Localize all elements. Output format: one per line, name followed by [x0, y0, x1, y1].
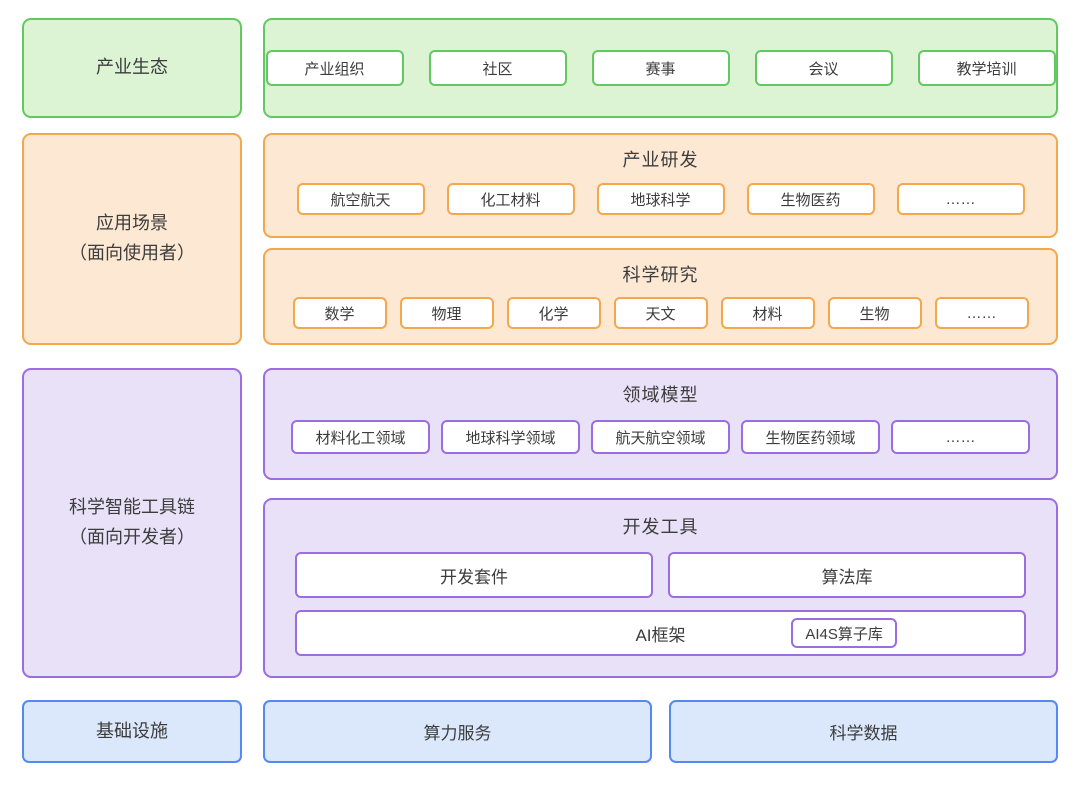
industry-rd-chip: 化工材料	[446, 183, 575, 215]
dev-kit-box: 开发套件	[295, 552, 653, 598]
toolchain-label: 科学智能工具链 （面向开发者）	[22, 368, 242, 678]
ai4s-operator-chip: AI4S算子库	[791, 618, 897, 648]
ecosystem-band: 产业生态 产业组织 社区 赛事 会议 教学培训	[22, 18, 1058, 118]
science-research-chip: 材料	[720, 297, 815, 329]
science-data-box: 科学数据	[669, 700, 1058, 763]
ecosystem-chip: 教学培训	[917, 50, 1056, 86]
application-label: 应用场景 （面向使用者）	[22, 133, 242, 345]
science-research-chip: 天文	[613, 297, 708, 329]
domain-model-chip: 航天航空领域	[591, 420, 730, 454]
science-research-chip: 物理	[399, 297, 494, 329]
dev-tools-title: 开发工具	[622, 517, 699, 537]
dev-tools-group: 开发工具 开发套件 算法库 AI框架 AI4S算子库	[263, 498, 1058, 678]
ecosystem-container: 产业组织 社区 赛事 会议 教学培训	[263, 18, 1058, 118]
ecosystem-label-text: 产业生态	[96, 57, 168, 78]
domain-model-chip: 生物医药领域	[741, 420, 880, 454]
industry-rd-chip: 生物医药	[746, 183, 875, 215]
domain-model-chips: 材料化工领域 地球科学领域 航天航空领域 生物医药领域 ……	[291, 420, 1030, 454]
science-research-chips: 数学 物理 化学 天文 材料 生物 ……	[292, 297, 1029, 329]
industry-rd-group: 产业研发 航空航天 化工材料 地球科学 生物医药 ……	[263, 133, 1058, 238]
ecosystem-chip: 赛事	[591, 50, 730, 86]
industry-rd-title: 产业研发	[622, 150, 699, 170]
ecosystem-chip: 产业组织	[265, 50, 404, 86]
domain-model-title: 领域模型	[622, 385, 699, 405]
toolchain-label-line1: 科学智能工具链	[69, 497, 195, 518]
algorithm-lib-box: 算法库	[668, 552, 1026, 598]
application-label-line1: 应用场景	[96, 213, 168, 234]
domain-model-chip: 地球科学领域	[441, 420, 580, 454]
science-research-group: 科学研究 数学 物理 化学 天文 材料 生物 ……	[263, 248, 1058, 345]
domain-model-chip: ……	[891, 420, 1030, 454]
industry-rd-chip: 航空航天	[296, 183, 425, 215]
ai-framework-box: AI框架 AI4S算子库	[295, 610, 1026, 656]
industry-rd-chip: ……	[896, 183, 1025, 215]
industry-rd-chips: 航空航天 化工材料 地球科学 生物医药 ……	[296, 183, 1025, 215]
ecosystem-chip: 社区	[428, 50, 567, 86]
application-label-line2: （面向使用者）	[69, 243, 195, 263]
dev-tools-row: 开发套件 算法库	[295, 552, 1026, 598]
science-research-chip: 化学	[506, 297, 601, 329]
toolchain-label-line2: （面向开发者）	[69, 527, 195, 547]
ecosystem-label: 产业生态	[22, 18, 242, 118]
infrastructure-label-text: 基础设施	[96, 720, 168, 741]
application-band: 应用场景 （面向使用者） 产业研发 航空航天 化工材料 地球科学 生物医药 ………	[22, 133, 1058, 345]
ecosystem-chip: 会议	[754, 50, 893, 86]
science-research-title: 科学研究	[622, 265, 699, 285]
domain-model-group: 领域模型 材料化工领域 地球科学领域 航天航空领域 生物医药领域 ……	[263, 368, 1058, 480]
toolchain-band: 科学智能工具链 （面向开发者） 领域模型 材料化工领域 地球科学领域 航天航空领…	[22, 368, 1058, 678]
science-research-chip: 生物	[827, 297, 922, 329]
computing-service-box: 算力服务	[263, 700, 652, 763]
science-research-chip: 数学	[292, 297, 387, 329]
infrastructure-label: 基础设施	[22, 700, 242, 763]
infrastructure-band: 基础设施 算力服务 科学数据	[22, 700, 1058, 763]
science-research-chip: ……	[934, 297, 1029, 329]
domain-model-chip: 材料化工领域	[291, 420, 430, 454]
industry-rd-chip: 地球科学	[596, 183, 725, 215]
ai-framework-label: AI框架	[635, 625, 686, 645]
